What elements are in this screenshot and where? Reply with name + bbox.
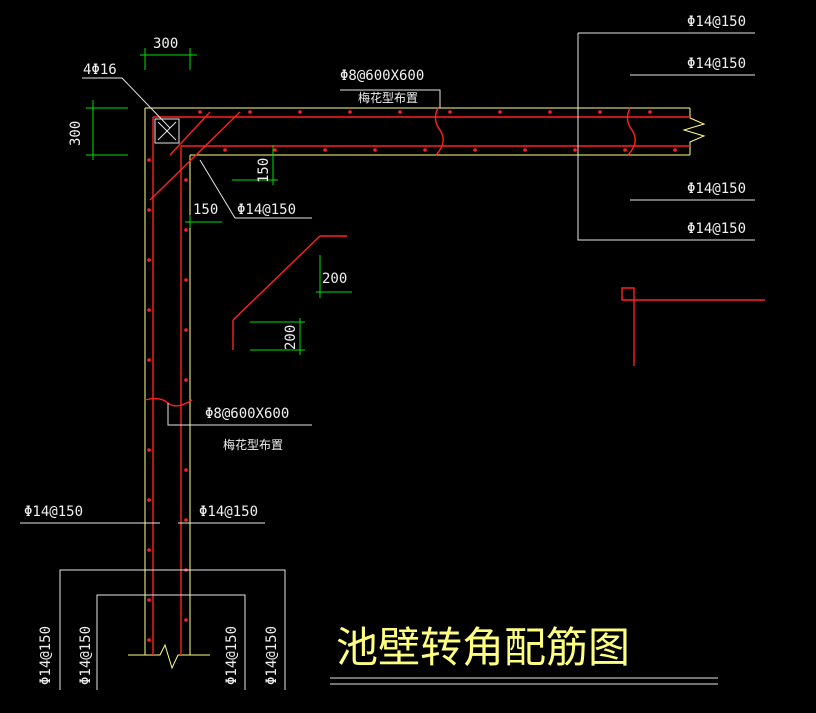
label-vert-3: Φ14@150 bbox=[224, 626, 240, 685]
label-right-2: Φ14@150 bbox=[687, 56, 746, 72]
label-right-4: Φ14@150 bbox=[687, 221, 746, 237]
label-dim-150-b: 150 bbox=[193, 202, 218, 218]
label-dim-200-b: 200 bbox=[283, 325, 299, 350]
label-tie-left-note: 梅花型布置 bbox=[223, 437, 283, 452]
dimension-lines bbox=[86, 48, 352, 355]
label-dim-200-a: 200 bbox=[322, 271, 347, 287]
label-dim-300-top: 300 bbox=[153, 36, 178, 52]
label-dim-300-left: 300 bbox=[68, 121, 84, 146]
leader-lines bbox=[20, 32, 755, 690]
label-vert-1: Φ14@150 bbox=[38, 626, 54, 685]
label-corner-bars: 4Φ16 bbox=[83, 62, 117, 78]
label-haunch-bar: Φ14@150 bbox=[237, 202, 296, 218]
rebar-lines bbox=[144, 107, 765, 655]
label-tie-left: Φ8@600X600 bbox=[205, 406, 289, 422]
wall-outline bbox=[128, 107, 706, 670]
label-bottom-right-h: Φ14@150 bbox=[199, 504, 258, 520]
label-right-3: Φ14@150 bbox=[687, 181, 746, 197]
label-dim-150-a: 150 bbox=[256, 158, 272, 183]
label-bottom-left-h: Φ14@150 bbox=[24, 504, 83, 520]
label-tie-top: Φ8@600X600 bbox=[340, 68, 424, 84]
label-vert-2: Φ14@150 bbox=[78, 626, 94, 685]
drawing-title: 池壁转角配筋图 bbox=[336, 623, 630, 672]
label-vert-4: Φ14@150 bbox=[264, 626, 280, 685]
label-tie-top-note: 梅花型布置 bbox=[358, 90, 418, 105]
rebar-dots bbox=[147, 110, 677, 642]
label-right-1: Φ14@150 bbox=[687, 14, 746, 30]
